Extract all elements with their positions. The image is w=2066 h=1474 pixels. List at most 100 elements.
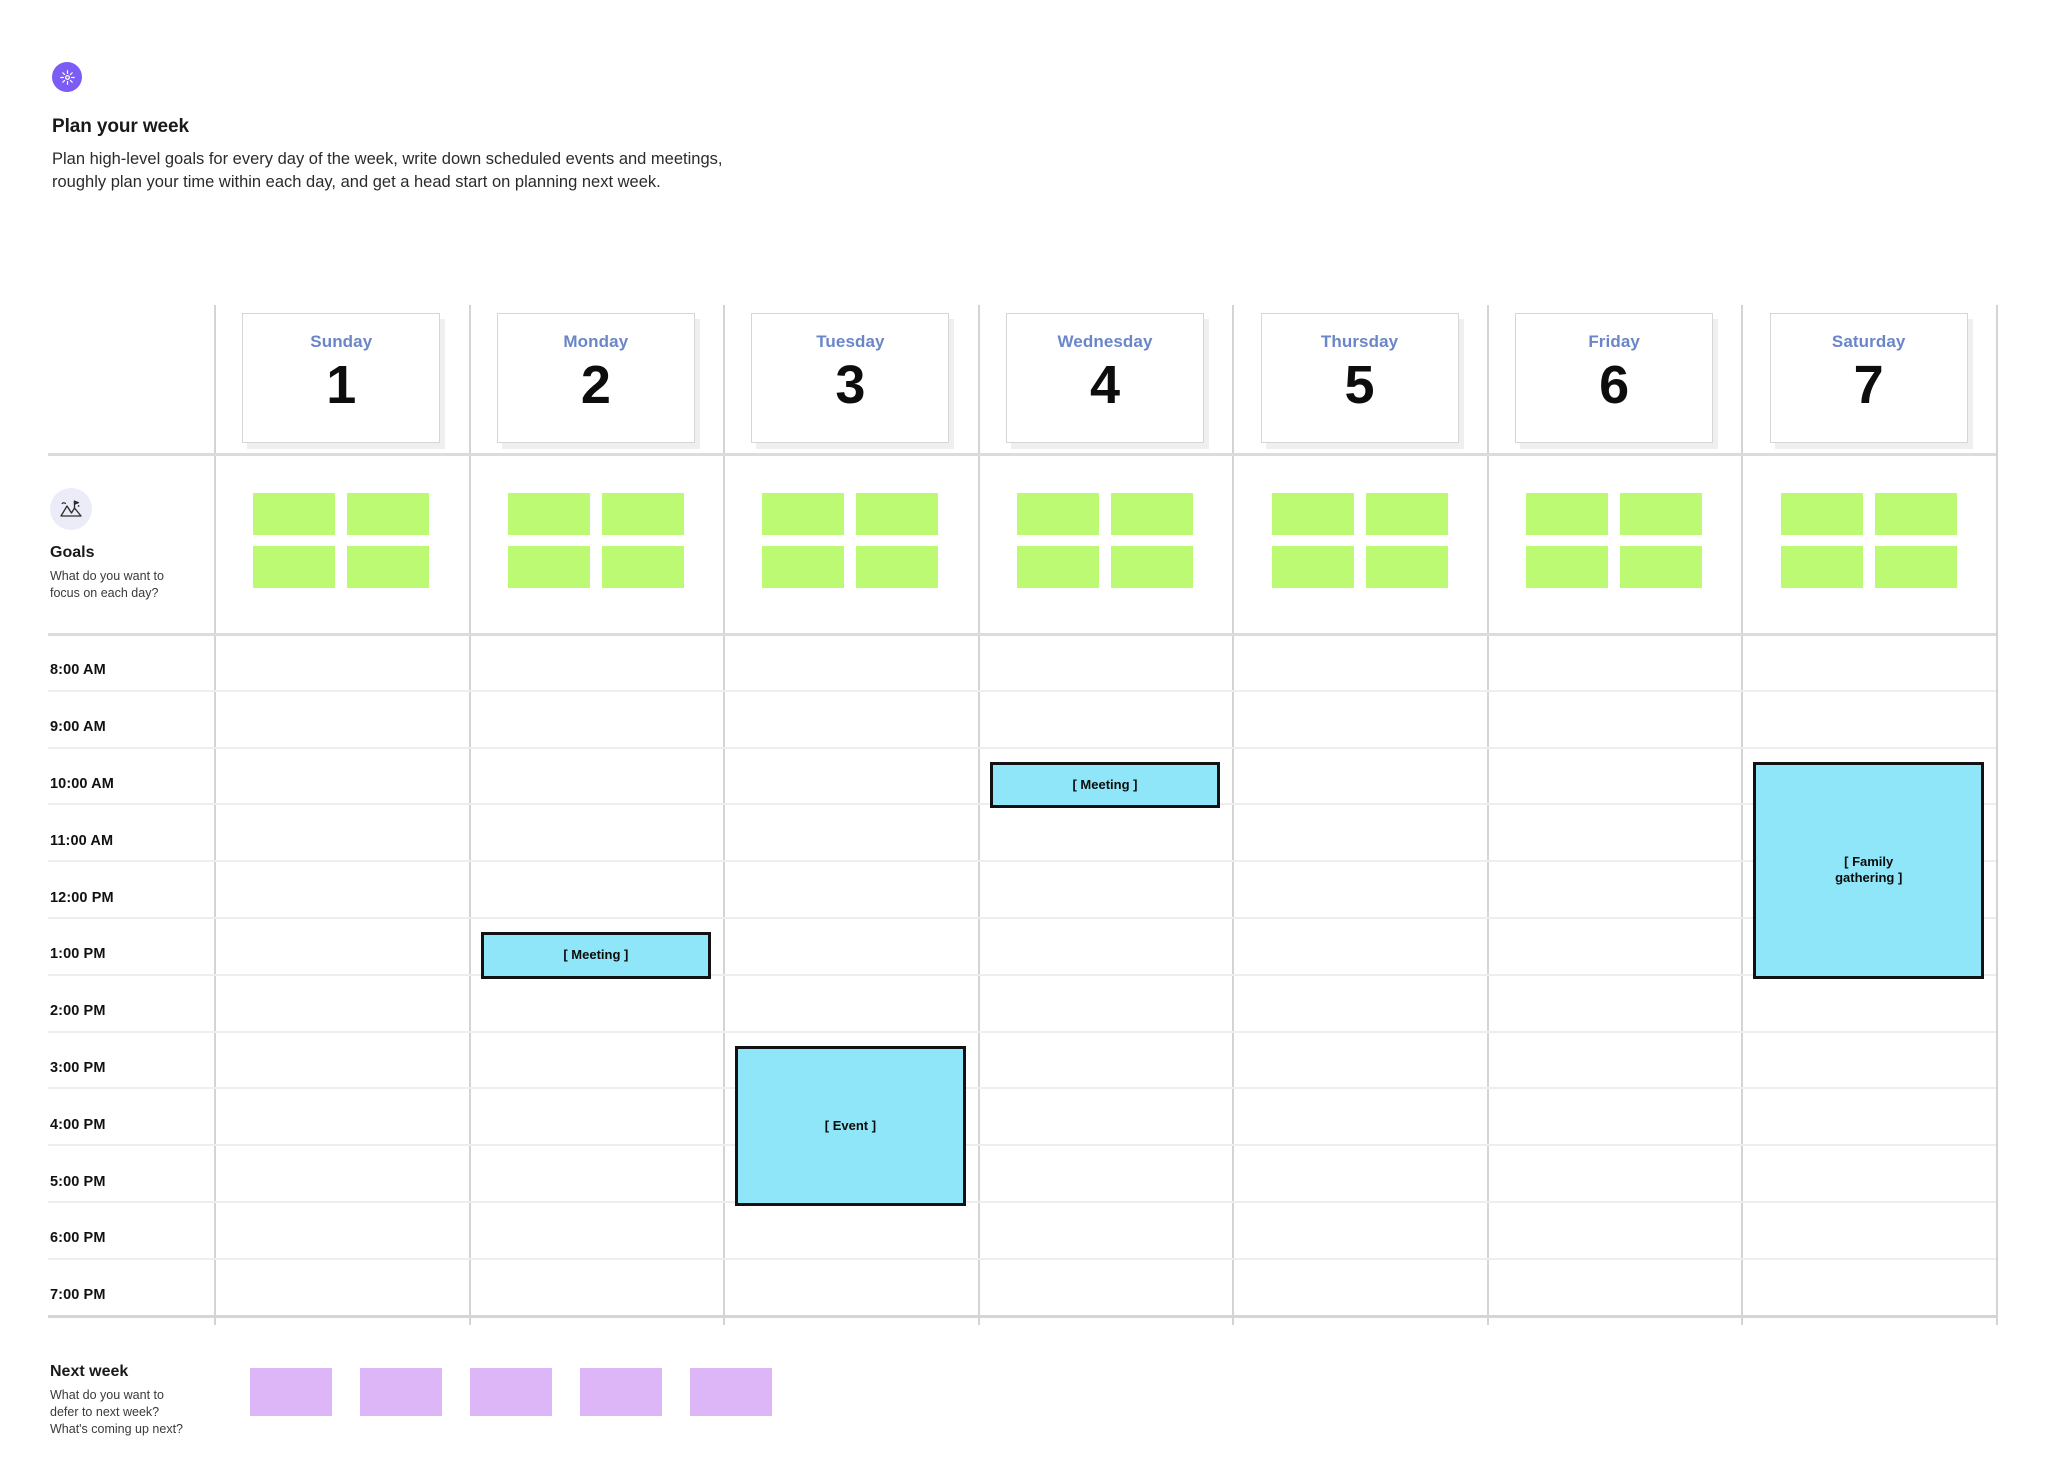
- time-slot-label: 6:00 PM: [50, 1230, 106, 1247]
- goal-note[interactable]: [1874, 493, 1957, 535]
- goal-note[interactable]: [1365, 546, 1448, 588]
- goal-note[interactable]: [762, 493, 845, 535]
- goal-note[interactable]: [1111, 493, 1193, 535]
- goal-note[interactable]: [601, 546, 684, 588]
- grid-hour-divider: [48, 1201, 1996, 1203]
- time-slot-label: 1:00 PM: [50, 946, 106, 963]
- day-header-card-wednesday[interactable]: Wednesday 4: [1006, 313, 1204, 443]
- grid-hour-divider: [48, 917, 1996, 919]
- day-name: Wednesday: [1057, 332, 1153, 351]
- event-label: [ Family gathering ]: [1835, 853, 1903, 886]
- grid-column-divider: [214, 305, 216, 1325]
- goal-note[interactable]: [347, 493, 430, 535]
- grid-hour-divider: [48, 973, 1996, 976]
- goal-note[interactable]: [1620, 493, 1703, 535]
- goals-section-label: Goals What do you want to focus on each …: [50, 488, 215, 601]
- next-week-note[interactable]: [690, 1368, 772, 1416]
- sparkle-icon: [52, 62, 82, 92]
- goal-note[interactable]: [1780, 546, 1863, 588]
- goal-note[interactable]: [1017, 493, 1099, 535]
- time-slot-label: 9:00 AM: [50, 719, 106, 736]
- goal-note[interactable]: [601, 493, 684, 535]
- grid-hour-divider: [48, 746, 1996, 749]
- time-slot-label: 12:00 PM: [50, 889, 114, 906]
- goal-note[interactable]: [856, 546, 939, 588]
- grid-header-divider: [48, 453, 1996, 456]
- goal-note[interactable]: [1111, 546, 1193, 588]
- grid-column-divider: [468, 305, 471, 1325]
- calendar-event[interactable]: [ Event ]: [735, 1045, 966, 1206]
- time-slot-label: 4:00 PM: [50, 1116, 106, 1133]
- event-label: [ Event ]: [824, 1117, 877, 1133]
- goal-note[interactable]: [507, 546, 590, 588]
- calendar-event[interactable]: [ Meeting ]: [480, 932, 712, 979]
- time-slot-label: 10:00 AM: [50, 776, 114, 792]
- day-name: Sunday: [310, 332, 373, 351]
- goal-note[interactable]: [1017, 546, 1099, 588]
- goal-note[interactable]: [253, 493, 336, 535]
- goal-note[interactable]: [1526, 493, 1609, 535]
- grid-goals-divider: [48, 633, 1996, 636]
- day-number: 4: [1089, 355, 1121, 415]
- goal-note[interactable]: [253, 546, 336, 588]
- goal-note[interactable]: [1526, 546, 1609, 588]
- day-header-card-tuesday[interactable]: Tuesday 3: [751, 313, 950, 443]
- grid-column-divider: [1486, 305, 1489, 1325]
- goal-note[interactable]: [1365, 493, 1448, 535]
- grid-hour-divider: [48, 860, 1996, 863]
- day-name: Monday: [563, 332, 629, 351]
- day-number: 7: [1853, 355, 1884, 415]
- day-number: 2: [580, 355, 611, 415]
- time-slot-label: 7:00 PM: [50, 1287, 106, 1304]
- goal-note[interactable]: [507, 493, 590, 535]
- grid-hour-divider: [48, 1087, 1996, 1090]
- day-number: 5: [1344, 355, 1375, 415]
- page-description: Plan high-level goals for every day of t…: [52, 150, 723, 192]
- next-week-note[interactable]: [470, 1368, 552, 1416]
- day-name: Saturday: [1831, 332, 1906, 351]
- goal-note[interactable]: [1780, 493, 1863, 535]
- next-week-note[interactable]: [250, 1368, 332, 1416]
- event-label: [ Meeting ]: [1072, 776, 1138, 792]
- goal-note[interactable]: [762, 546, 845, 588]
- calendar-event[interactable]: [ Family gathering ]: [1753, 761, 1984, 979]
- event-label: [ Meeting ]: [563, 947, 629, 963]
- grid-column-divider: [723, 305, 726, 1325]
- page-header: Plan your week Plan high-level goals for…: [52, 62, 832, 195]
- day-header-card-saturday[interactable]: Saturday 7: [1769, 313, 1968, 443]
- goal-note[interactable]: [856, 493, 939, 535]
- grid-column-divider: [1232, 305, 1235, 1325]
- grid-column-divider: [1996, 305, 1998, 1325]
- mountain-flag-icon: [50, 488, 92, 530]
- grid-hour-divider: [48, 1030, 1996, 1033]
- day-name: Tuesday: [816, 332, 885, 351]
- next-week-note[interactable]: [360, 1368, 442, 1416]
- day-number: 3: [835, 355, 866, 415]
- calendar-grid: [48, 305, 1998, 1325]
- goal-note[interactable]: [347, 546, 430, 588]
- goals-title: Goals: [50, 544, 95, 561]
- time-slot-label: 2:00 PM: [50, 1003, 106, 1020]
- day-header-card-monday[interactable]: Monday 2: [496, 313, 695, 443]
- grid-column-divider: [977, 305, 980, 1325]
- goal-note[interactable]: [1874, 546, 1957, 588]
- goal-note[interactable]: [1271, 493, 1354, 535]
- next-week-note[interactable]: [580, 1368, 662, 1416]
- day-header-card-thursday[interactable]: Thursday 5: [1260, 313, 1459, 443]
- calendar-event[interactable]: [ Meeting ]: [989, 761, 1221, 809]
- day-name: Thursday: [1320, 332, 1399, 351]
- page-title: Plan your week: [52, 116, 189, 137]
- day-name: Friday: [1588, 332, 1640, 351]
- goal-note[interactable]: [1271, 546, 1354, 588]
- time-slot-label: 3:00 PM: [50, 1060, 106, 1076]
- time-slot-label: 8:00 AM: [50, 662, 106, 679]
- time-slot-label: 11:00 AM: [50, 832, 114, 849]
- grid-hour-divider: [48, 1144, 1996, 1147]
- grid-hour-divider: [48, 1257, 1996, 1260]
- grid-hour-divider: [48, 1314, 1996, 1318]
- next-week-title: Next week: [50, 1363, 129, 1380]
- goal-note[interactable]: [1620, 546, 1703, 588]
